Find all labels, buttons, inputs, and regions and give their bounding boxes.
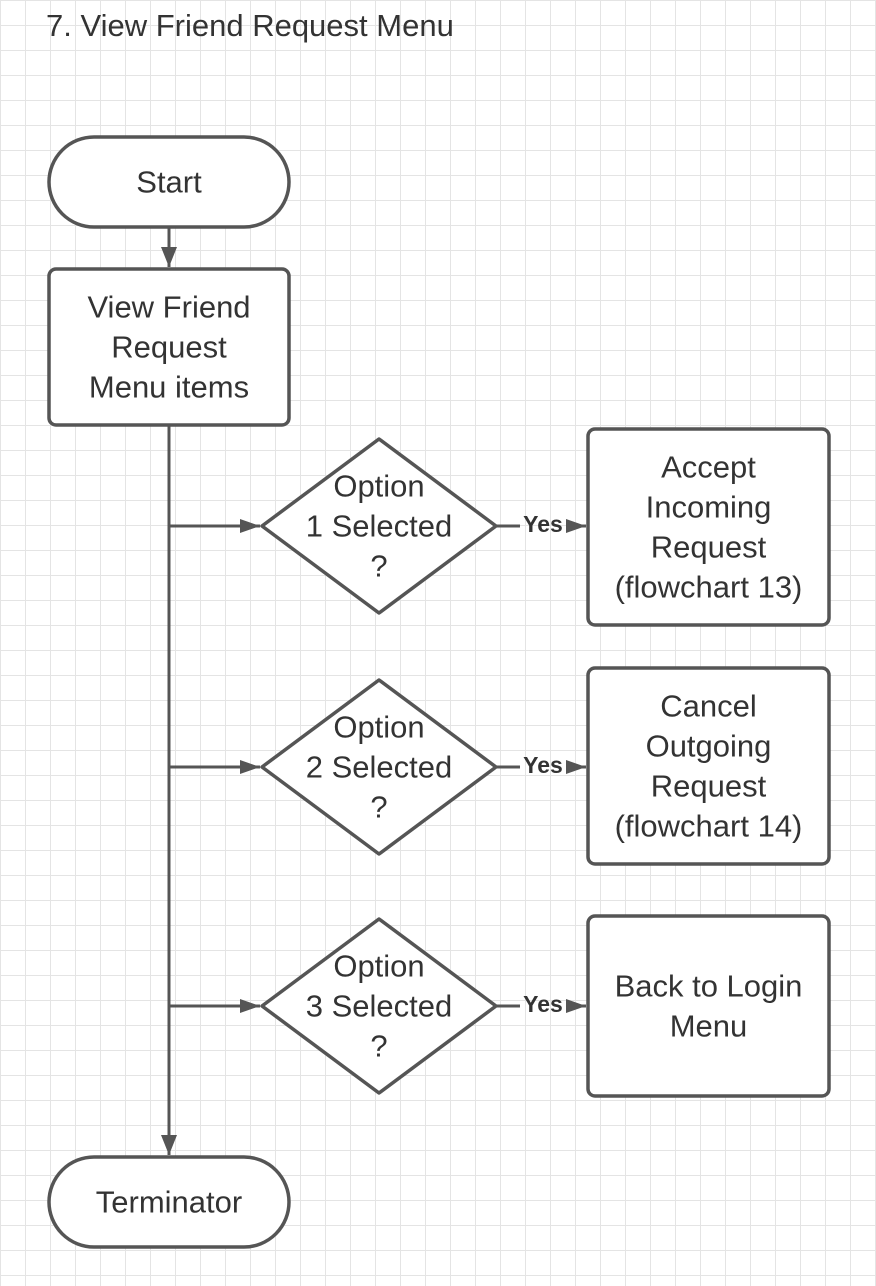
arrowhead-right-icon [240,519,260,533]
node-label-line: Menu [670,1009,748,1044]
arrowhead-right-icon [566,999,586,1013]
arrowhead-right-icon [566,760,586,774]
node-option3: Option 3 Selected? [260,917,498,1095]
node-label-line: Request [651,530,767,565]
process-box [47,267,291,427]
node-label-line: Request [111,330,227,365]
node-label-line: ? [370,790,387,825]
edge-view-menu-to-option1 [167,519,260,533]
edge-view-menu-to-terminator [161,425,177,1155]
edge-label-yes: Yes [523,511,563,537]
node-label-line: Menu items [89,370,249,405]
edge-option2-to-cancel: Yes [496,752,586,778]
node-option1: Option 1 Selected? [260,437,498,615]
node-label-line: Option [333,710,424,745]
node-label-line: Start [136,165,202,200]
edge-label-yes: Yes [523,752,563,778]
node-label-line: Cancel [660,689,757,724]
node-label-line: ? [370,1029,387,1064]
arrowhead-down-icon [161,247,177,267]
node-terminator: Terminator [47,1155,291,1249]
node-label-line: Back to Login [615,969,803,1004]
arrowhead-down-icon [161,1135,177,1155]
decision-diamond [260,437,498,615]
diagram-title: 7. View Friend Request Menu [46,8,454,43]
arrowhead-right-icon [240,999,260,1013]
process-box [586,914,831,1098]
node-label-line: Accept [661,450,756,485]
node-label-line: (flowchart 14) [615,809,803,844]
node-label-line: Outgoing [646,729,772,764]
node-label-line: View Friend [87,290,250,325]
decision-diamond [260,917,498,1095]
node-label-line: ? [370,549,387,584]
terminator-shape [47,135,291,229]
node-label-line: Option [333,469,424,504]
node-label-line: Terminator [96,1185,242,1220]
arrowhead-right-icon [566,519,586,533]
node-label-line: Incoming [646,490,772,525]
node-label-line: Request [651,769,767,804]
process-box [586,666,831,866]
edge-option1-to-accept: Yes [496,511,586,537]
edge-view-menu-to-option3 [167,999,260,1013]
node-label-line: (flowchart 13) [615,570,803,605]
edge-option3-to-back: Yes [496,991,586,1017]
node-option2: Option 2 Selected? [260,678,498,856]
edge-start-to-view-menu [161,227,177,267]
decision-diamond [260,678,498,856]
node-label-line: 3 Selected [306,989,453,1024]
node-start: Start [47,135,291,229]
node-label-line: 1 Selected [306,509,453,544]
edge-label-yes: Yes [523,991,563,1017]
node-label-line: 2 Selected [306,750,453,785]
terminator-shape [47,1155,291,1249]
process-box [586,427,831,627]
edge-view-menu-to-option2 [167,760,260,774]
node-label-line: Option [333,949,424,984]
arrowhead-right-icon [240,760,260,774]
